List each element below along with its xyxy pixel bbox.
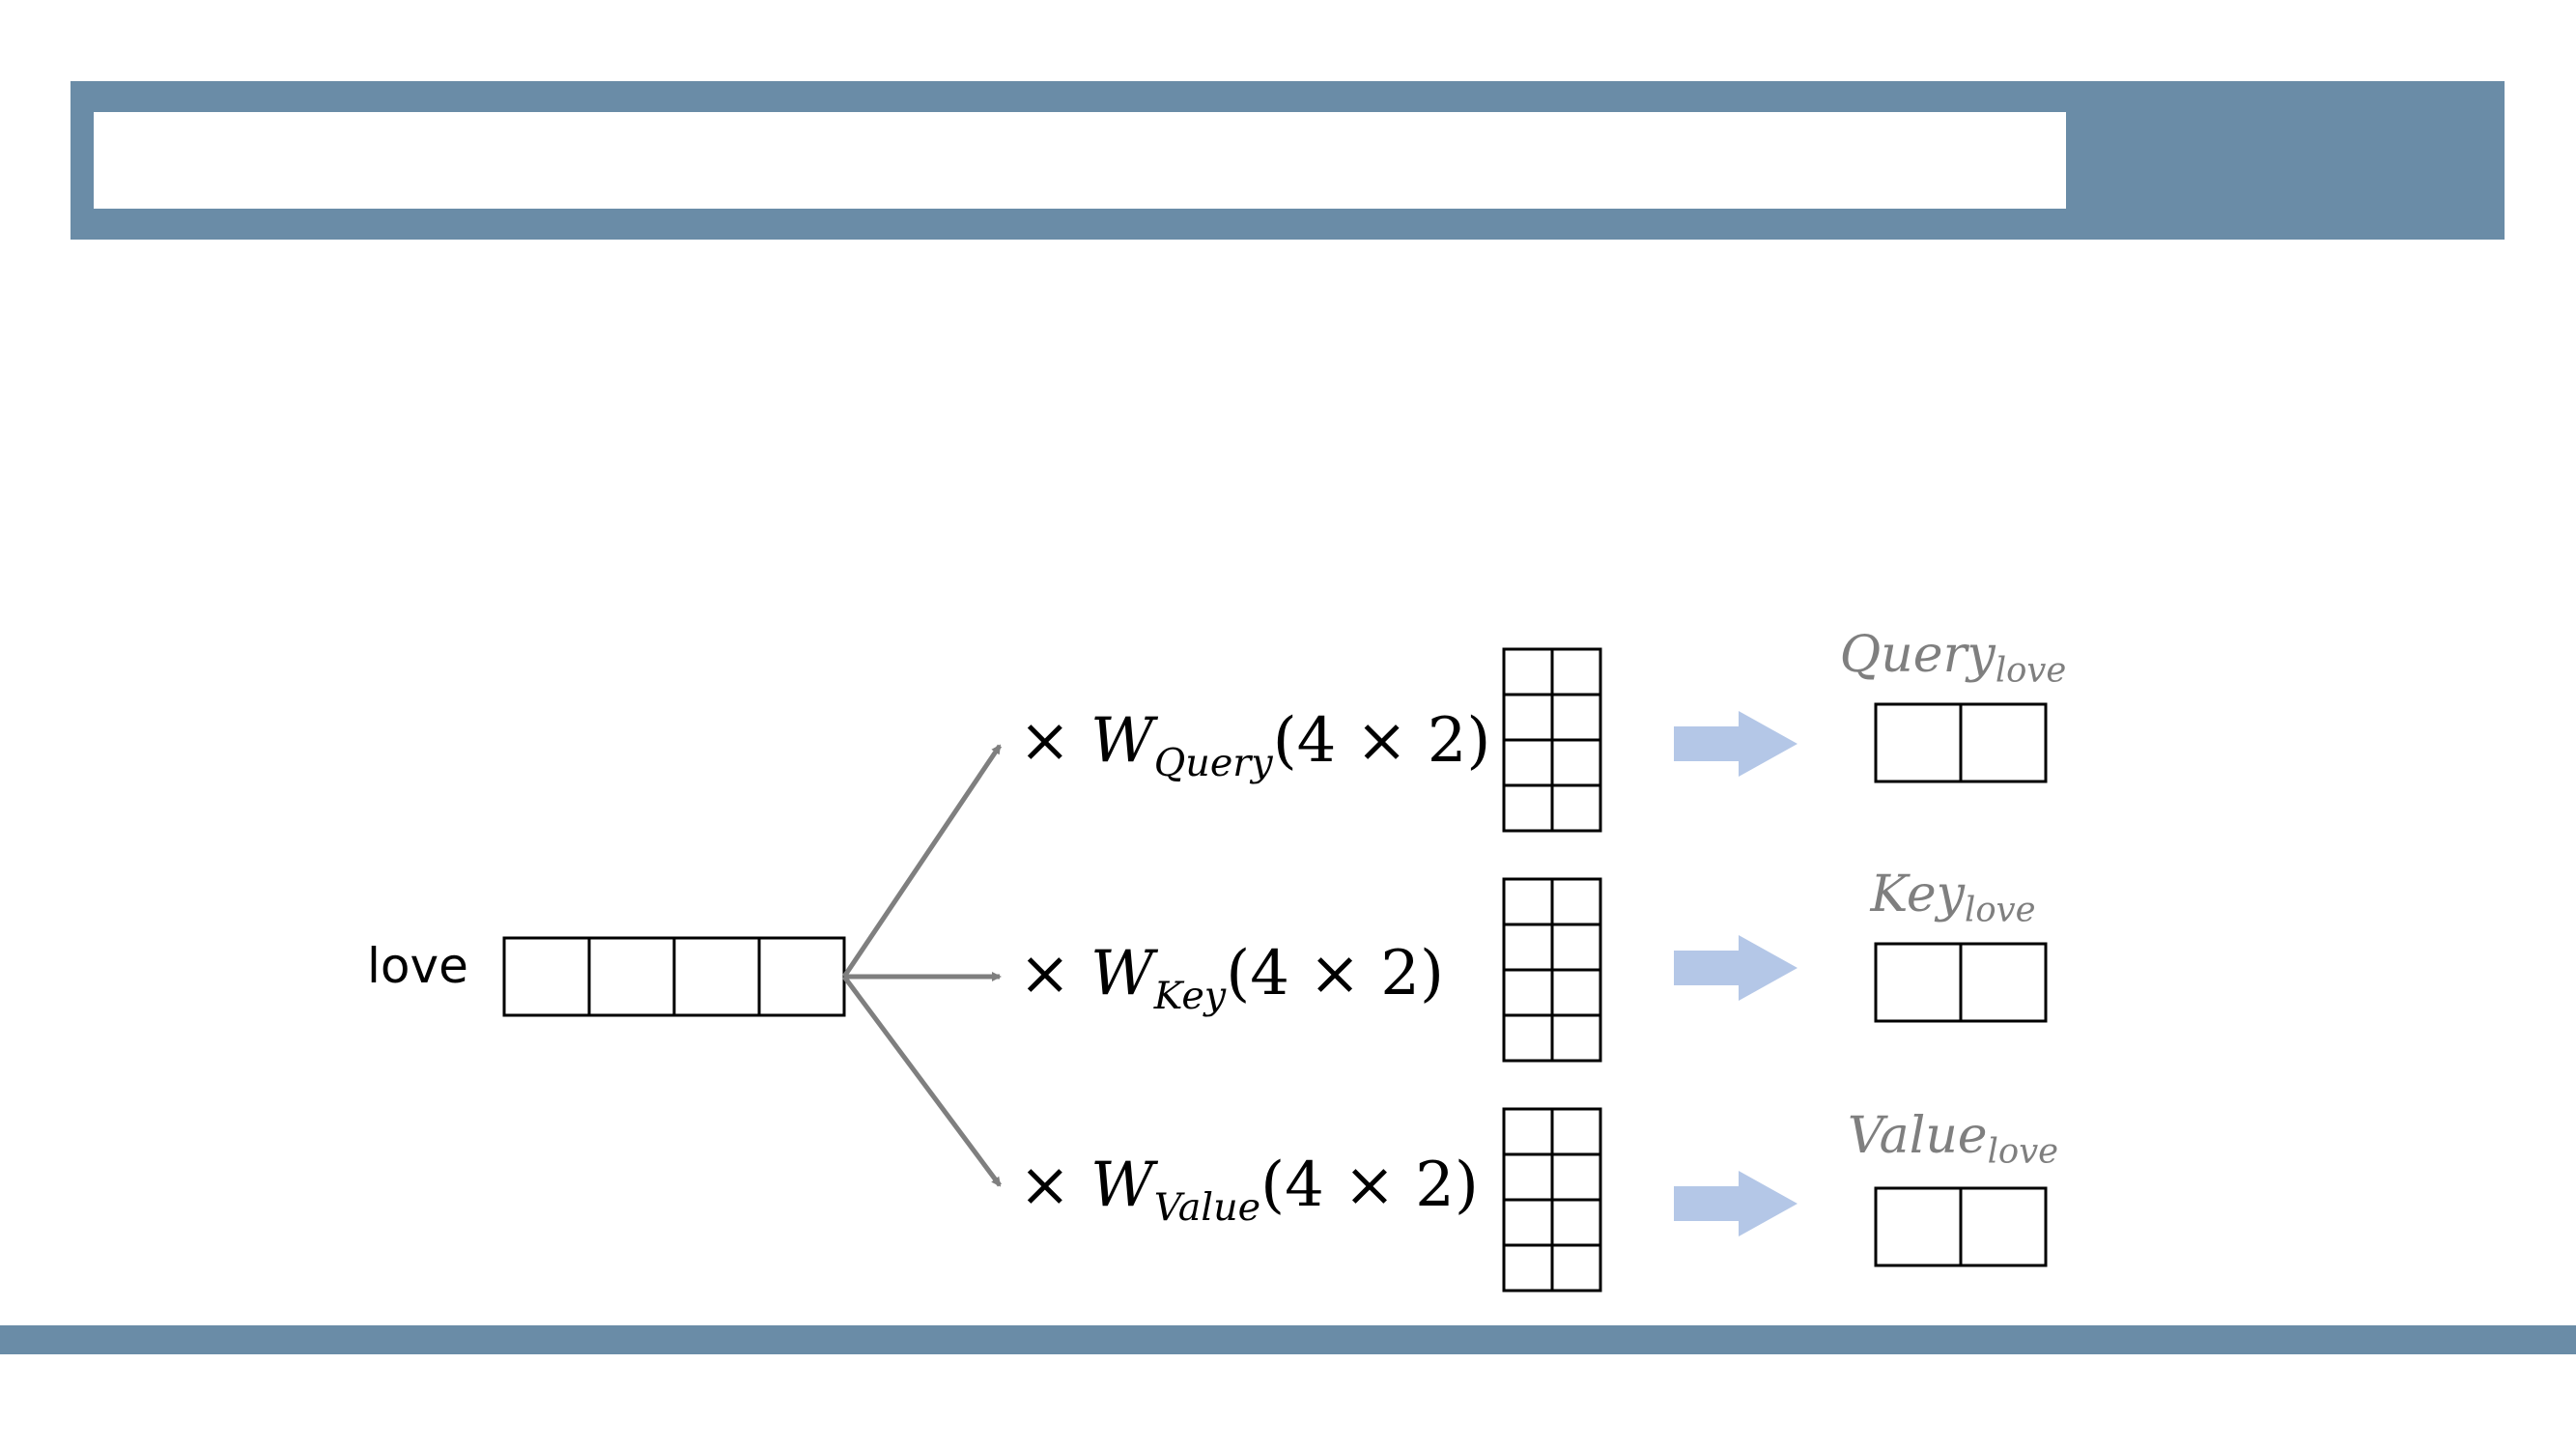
matrix-shape: (4 × 2) [1260, 1150, 1479, 1221]
weight-matrix-key-cell [1502, 923, 1554, 972]
output-label-value: Valuelove [1848, 1111, 2058, 1169]
output-vector-query [1874, 702, 2048, 783]
output-vector-key [1874, 942, 2048, 1023]
matrix-shape: (4 × 2) [1226, 938, 1444, 1009]
weight-matrix-value-cell [1502, 1152, 1554, 1202]
output-name: Value [1847, 1107, 1988, 1165]
block-arrow-query [1674, 711, 1798, 777]
output-vector-query-cell [1959, 702, 2048, 783]
output-label-key: Keylove [1870, 869, 2035, 927]
weight-matrix-value-cell [1550, 1243, 1602, 1293]
output-vector-value-cell [1959, 1186, 2048, 1267]
weight-matrix-value [1502, 1107, 1602, 1293]
output-vector-query-cell [1874, 702, 1963, 783]
weight-matrix-key-cell [1550, 968, 1602, 1017]
arrow-to-query [841, 744, 1003, 979]
weight-matrix-key [1502, 877, 1602, 1063]
weight-matrix-value-cell [1502, 1107, 1554, 1156]
output-vector-value [1874, 1186, 2048, 1267]
times-symbol: × [1019, 1150, 1071, 1221]
output-subscript: love [1987, 1131, 2059, 1172]
times-symbol: × [1019, 705, 1071, 777]
weight-matrix-query-cell [1502, 647, 1554, 696]
input-vector-cell [672, 936, 761, 1017]
weight-matrix-query [1502, 647, 1602, 833]
output-name: Key [1870, 866, 1966, 923]
input-vector-cell [757, 936, 846, 1017]
weight-symbol: W [1090, 1150, 1154, 1221]
arrow-to-value [841, 975, 1003, 1187]
weight-matrix-query-cell [1550, 693, 1602, 742]
weight-matrix-query-cell [1550, 738, 1602, 787]
projection-label-value: × WValue(4 × 2) [1019, 1154, 1479, 1228]
weight-matrix-value-cell [1502, 1198, 1554, 1247]
block-arrow-key [1674, 935, 1798, 1001]
weight-subscript: Value [1153, 1185, 1261, 1231]
projection-label-key: × WKey(4 × 2) [1019, 943, 1444, 1016]
output-label-query: Querylove [1840, 630, 2067, 688]
weight-matrix-key-cell [1550, 923, 1602, 972]
weight-subscript: Query [1153, 741, 1273, 786]
weight-symbol: W [1090, 938, 1154, 1009]
footer-bar [0, 1325, 2576, 1354]
weight-matrix-key-cell [1502, 877, 1554, 926]
projection-label-query: × WQuery(4 × 2) [1019, 710, 1490, 783]
title-box [94, 112, 2066, 209]
output-subscript: love [1965, 890, 2036, 930]
weight-symbol: W [1090, 705, 1154, 777]
weight-matrix-key-cell [1550, 877, 1602, 926]
output-vector-key-cell [1959, 942, 2048, 1023]
weight-matrix-key-cell [1502, 968, 1554, 1017]
output-vector-value-cell [1874, 1186, 1963, 1267]
weight-matrix-query-cell [1502, 693, 1554, 742]
matrix-shape: (4 × 2) [1272, 705, 1491, 777]
weight-subscript: Key [1153, 974, 1227, 1019]
times-symbol: × [1019, 938, 1071, 1009]
input-vector-cell [502, 936, 591, 1017]
weight-matrix-query-cell [1502, 738, 1554, 787]
weight-matrix-value-cell [1550, 1198, 1602, 1247]
output-vector-key-cell [1874, 942, 1963, 1023]
weight-matrix-query-cell [1502, 783, 1554, 833]
weight-matrix-value-cell [1550, 1107, 1602, 1156]
weight-matrix-value-cell [1550, 1152, 1602, 1202]
block-arrow-value [1674, 1171, 1798, 1236]
output-subscript: love [1995, 650, 2067, 691]
weight-matrix-value-cell [1502, 1243, 1554, 1293]
input-word-label: love [367, 938, 468, 994]
input-vector-cell [587, 936, 676, 1017]
output-name: Query [1839, 626, 1996, 684]
title-banner [71, 81, 2505, 240]
weight-matrix-query-cell [1550, 647, 1602, 696]
weight-matrix-query-cell [1550, 783, 1602, 833]
weight-matrix-key-cell [1502, 1013, 1554, 1063]
weight-matrix-key-cell [1550, 1013, 1602, 1063]
input-vector [502, 936, 846, 1017]
